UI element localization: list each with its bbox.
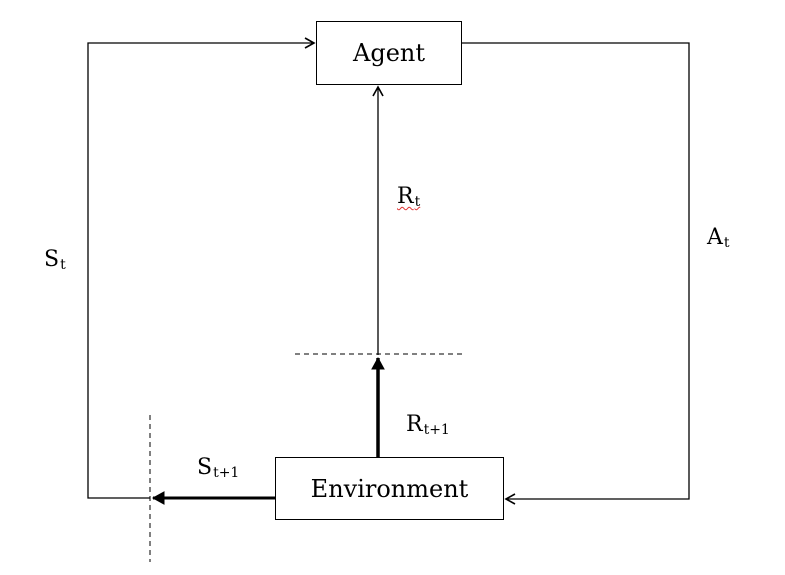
environment-label: Environment bbox=[310, 474, 469, 503]
reward-label: Rt bbox=[397, 184, 421, 210]
agent-node: Agent bbox=[316, 21, 462, 85]
state-feedback-line bbox=[87, 37, 316, 499]
next-reward-label: Rt+1 bbox=[406, 412, 450, 438]
agent-label: Agent bbox=[353, 39, 425, 67]
next-state-label: St+1 bbox=[197, 455, 240, 481]
action-line bbox=[462, 42, 690, 505]
state-label: St bbox=[44, 247, 66, 273]
environment-node: Environment bbox=[275, 457, 504, 520]
action-label: At bbox=[707, 225, 730, 251]
